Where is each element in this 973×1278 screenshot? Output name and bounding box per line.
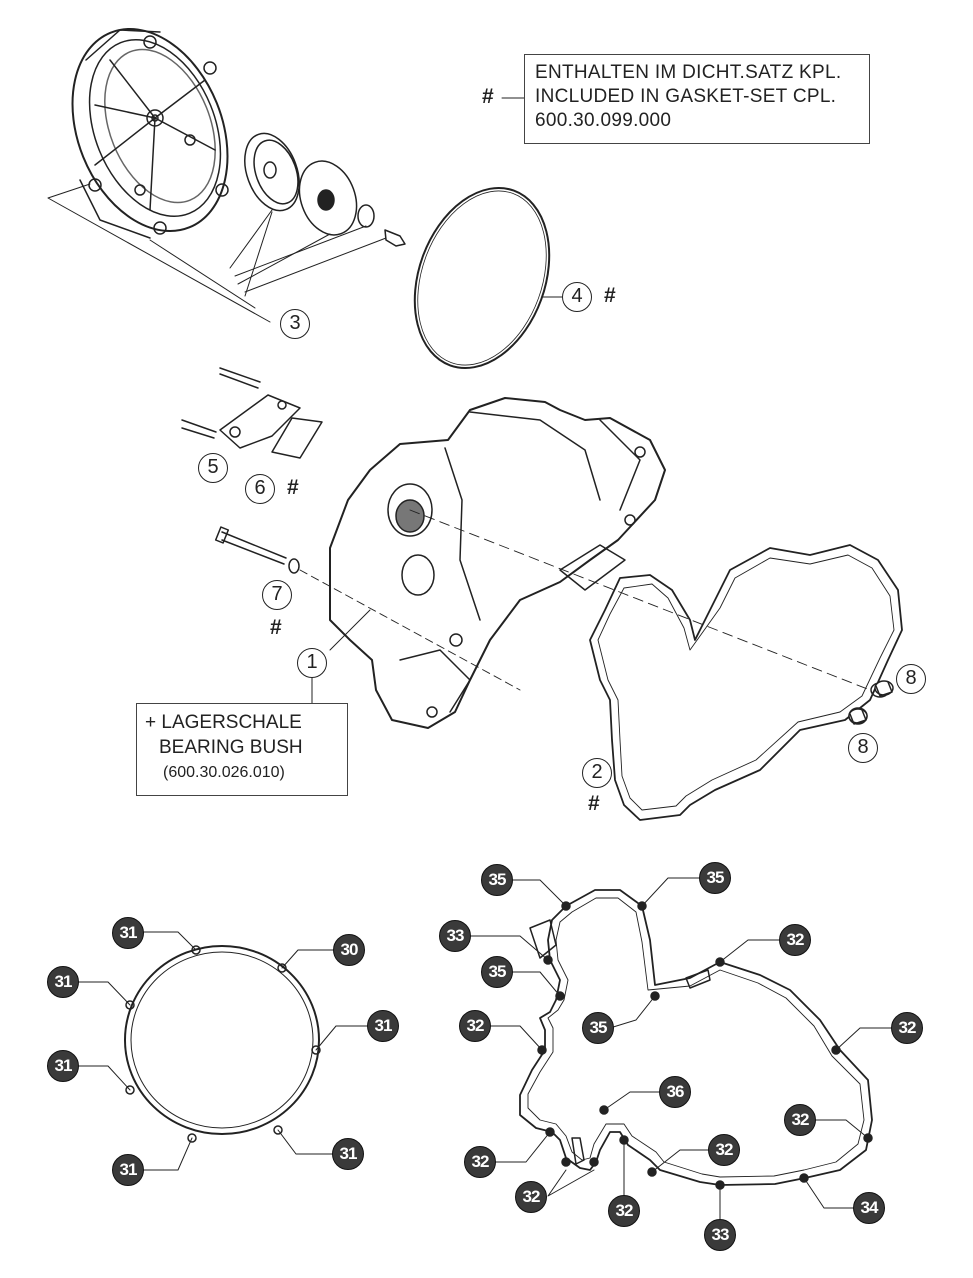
part-callout-2: 2 [582, 758, 612, 788]
leader-lines-round [77, 931, 369, 1171]
bearing-bush-note: + LAGERSCHALE BEARING BUSH (600.30.026.0… [136, 703, 348, 796]
cover-cap-icon [244, 132, 406, 247]
bearing-note-line-2: BEARING BUSH [159, 737, 303, 758]
callout-31-left-upper: 31 [47, 966, 79, 998]
callout-31-bottom: 31 [112, 1154, 144, 1186]
leader-lines-case [469, 877, 893, 1221]
callout-36: 36 [659, 1076, 691, 1108]
callout-35-top-left: 35 [481, 864, 513, 896]
callout-35-top-right: 35 [699, 862, 731, 894]
o-ring-icon [413, 186, 551, 370]
callout-32-left: 32 [459, 1010, 491, 1042]
gasket-icon [589, 544, 903, 821]
part-callout-8-upper: 8 [896, 664, 926, 694]
part-callout-6: 6 [245, 474, 275, 504]
clutch-cover-icon [71, 27, 229, 239]
gasket-note-marker: # [482, 85, 494, 108]
callout-35-mid-left: 35 [481, 956, 513, 988]
callout-32-bottom-mid: 32 [708, 1134, 740, 1166]
bolt-icon [214, 526, 521, 691]
part-callout-8-lower: 8 [848, 733, 878, 763]
gasket-note-line-1: ENTHALTEN IM DICHT.SATZ KPL. [535, 62, 842, 83]
part-7-gasket-marker: # [270, 616, 282, 639]
pump-cover-icon [181, 367, 323, 459]
part-2-gasket-marker: # [588, 792, 600, 815]
callout-34: 34 [853, 1192, 885, 1224]
part-callout-7: 7 [262, 580, 292, 610]
case-gasket-diagram [519, 889, 873, 1190]
callout-32-bottom-pair: 32 [515, 1181, 547, 1213]
callout-32-inner-right: 32 [784, 1104, 816, 1136]
bushing-icon [848, 680, 894, 725]
part-callout-5: 5 [198, 453, 228, 483]
callout-35-inner: 35 [582, 1012, 614, 1044]
part-callout-1: 1 [297, 648, 327, 678]
part-callout-4: 4 [562, 282, 592, 312]
part-callout-3: 3 [280, 309, 310, 339]
callout-31-left-lower: 31 [47, 1050, 79, 1082]
callout-31-right: 31 [367, 1010, 399, 1042]
callout-32-bottom-left: 32 [464, 1146, 496, 1178]
callout-33-upper: 33 [439, 920, 471, 952]
part-4-gasket-marker: # [604, 284, 616, 307]
gasket-note-line-2: INCLUDED IN GASKET-SET CPL. [535, 86, 837, 107]
callout-32-right: 32 [891, 1012, 923, 1044]
callout-31-top: 31 [112, 917, 144, 949]
leader-lines-3 [47, 183, 387, 323]
callout-32-bottom-center: 32 [608, 1195, 640, 1227]
gasket-note-line-3: 600.30.099.000 [535, 110, 672, 131]
part-6-gasket-marker: # [287, 476, 299, 499]
callout-33-bottom: 33 [704, 1219, 736, 1251]
bearing-note-line-3: (600.30.026.010) [163, 764, 285, 781]
gasket-set-note: ENTHALTEN IM DICHT.SATZ KPL. INCLUDED IN… [524, 54, 870, 144]
callout-30: 30 [333, 934, 365, 966]
callout-32-upper-right: 32 [779, 924, 811, 956]
cover-gasket-diagram [124, 945, 321, 1143]
engine-case-cover-icon [329, 397, 871, 729]
bearing-note-line-1: + LAGERSCHALE [145, 712, 302, 733]
callout-31-bottom-right: 31 [332, 1138, 364, 1170]
